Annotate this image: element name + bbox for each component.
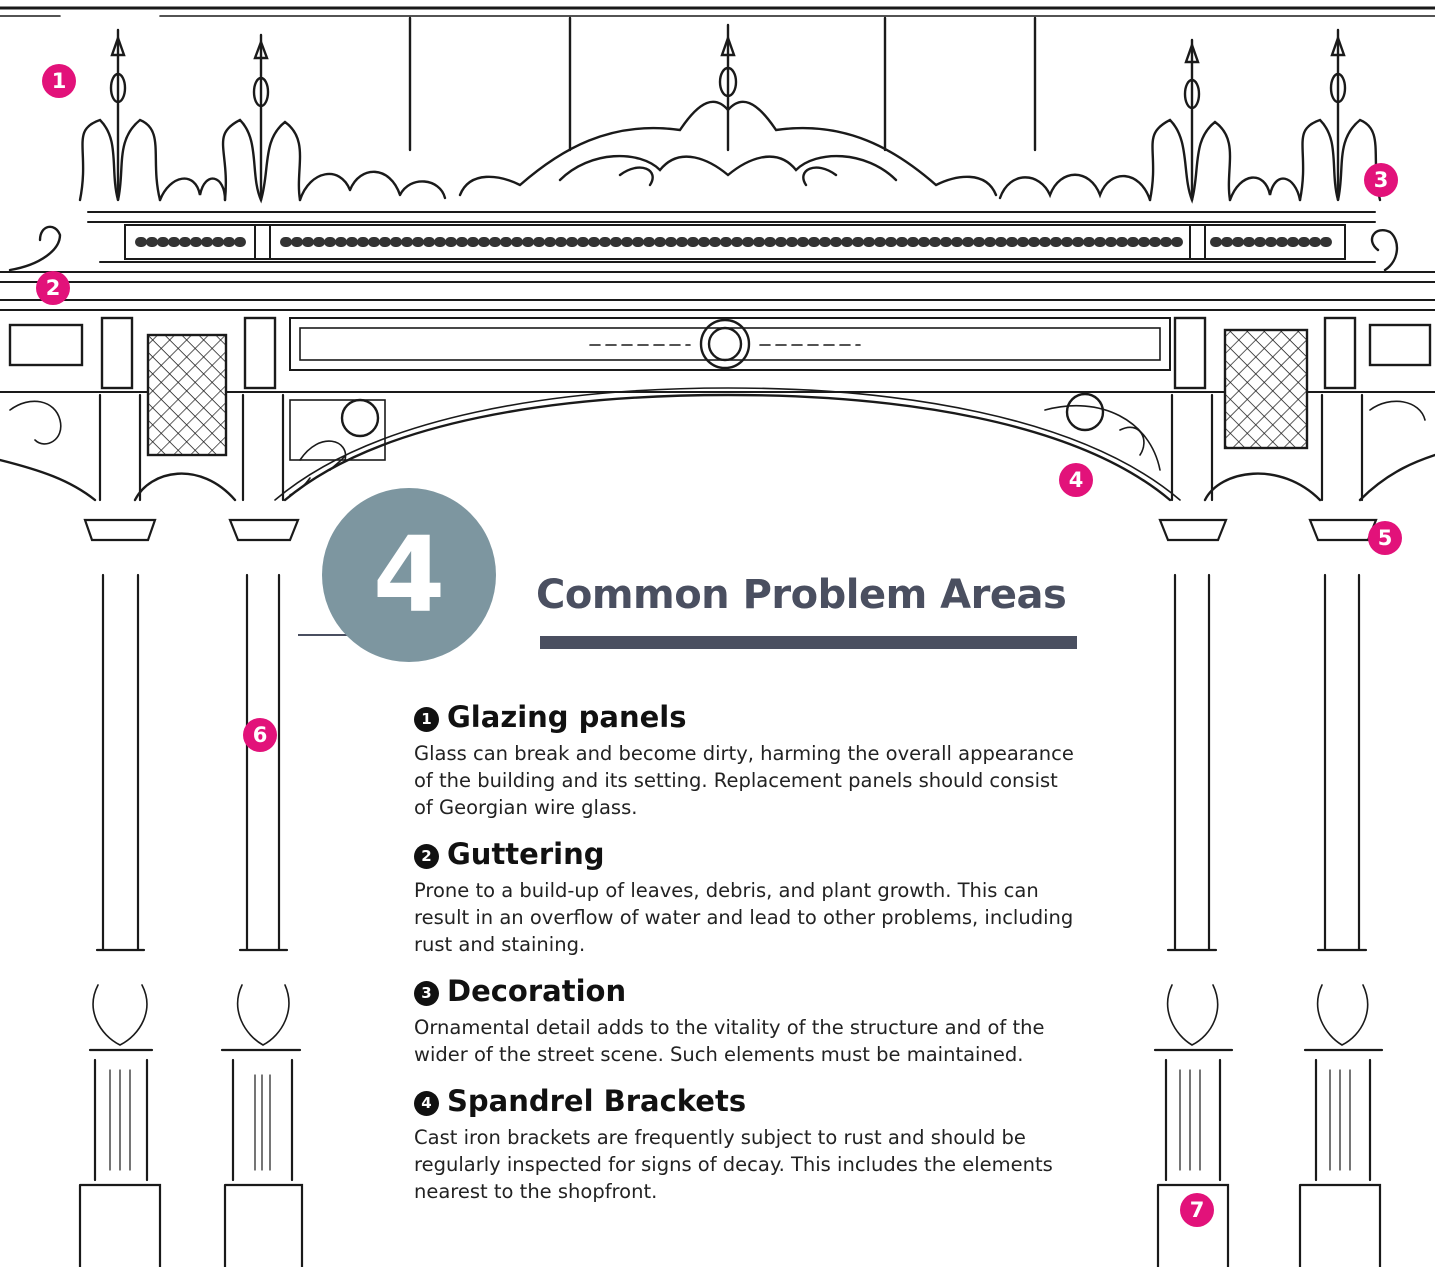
item-description: Cast iron brackets are frequently subjec… <box>414 1126 1053 1203</box>
item-heading: 1 Glazing panels <box>414 700 1074 734</box>
marker-5: 5 <box>1368 521 1402 555</box>
item-number-badge: 4 <box>414 1091 439 1116</box>
title-rule-left <box>298 634 368 636</box>
problem-areas-list: 1 Glazing panels Glass can break and beco… <box>414 700 1074 1221</box>
item-number-badge: 3 <box>414 981 439 1006</box>
problem-item-guttering: 2 Guttering Prone to a build-up of leaves… <box>414 837 1074 958</box>
problem-item-spandrel-brackets: 4 Spandrel Brackets Cast iron brackets ar… <box>414 1084 1074 1205</box>
section-number-badge: 4 <box>322 488 496 662</box>
item-heading: 2 Guttering <box>414 837 1074 871</box>
marker-3: 3 <box>1364 163 1398 197</box>
item-heading: 3 Decoration <box>414 974 1074 1008</box>
item-number-badge: 2 <box>414 844 439 869</box>
marker-7: 7 <box>1180 1193 1214 1227</box>
item-heading-text: Decoration <box>447 974 627 1008</box>
item-heading-text: Spandrel Brackets <box>447 1084 747 1118</box>
title-underline <box>540 636 1077 649</box>
item-heading: 4 Spandrel Brackets <box>414 1084 1074 1118</box>
item-number-badge: 1 <box>414 707 439 732</box>
page-title: Common Problem Areas <box>536 572 1067 618</box>
problem-item-glazing: 1 Glazing panels Glass can break and beco… <box>414 700 1074 821</box>
problem-item-decoration: 3 Decoration Ornamental detail adds to th… <box>414 974 1074 1068</box>
marker-2: 2 <box>36 271 70 305</box>
item-heading-text: Glazing panels <box>447 700 687 734</box>
item-description: Glass can break and become dirty, harmin… <box>414 742 1074 819</box>
item-description: Ornamental detail adds to the vitality o… <box>414 1016 1045 1066</box>
item-heading-text: Guttering <box>447 837 605 871</box>
item-description: Prone to a build-up of leaves, debris, a… <box>414 879 1074 956</box>
marker-4: 4 <box>1059 463 1093 497</box>
marker-1: 1 <box>42 64 76 98</box>
marker-6: 6 <box>243 718 277 752</box>
